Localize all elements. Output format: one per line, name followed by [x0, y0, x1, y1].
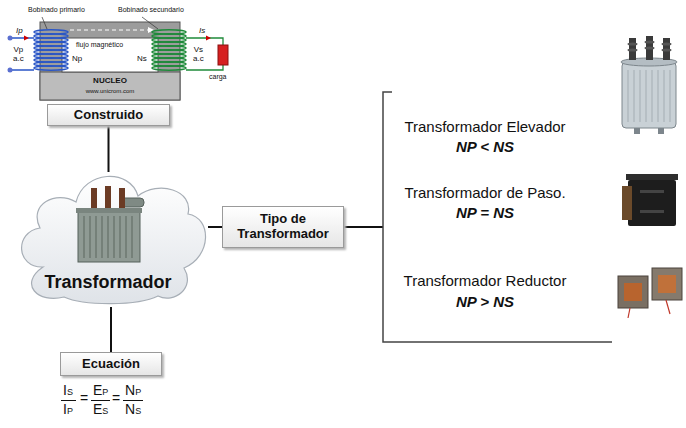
equation-term: ES	[93, 402, 108, 417]
annotation-label: carga	[209, 73, 227, 81]
equation-term: NS	[125, 402, 141, 417]
bracket-lines	[344, 92, 612, 342]
connector-line	[208, 226, 222, 228]
annotation-label: Vp a.c	[13, 46, 24, 64]
equation-term: EP	[93, 383, 108, 398]
process-box: Tipo de Transformador	[222, 206, 344, 248]
connector-line	[108, 126, 110, 172]
type-label: Transformador de Paso.	[404, 185, 565, 202]
annotation-label: NUCLEO	[93, 77, 127, 86]
annotation-label: Bobinado secundario	[118, 6, 184, 14]
pole-transformer-picture	[621, 36, 677, 134]
annotation-label: Ip	[16, 27, 23, 36]
cloud-node: Transformador	[8, 172, 208, 307]
annotation-label: flujo magnético	[76, 41, 123, 49]
annotation-label: Is	[199, 27, 205, 36]
type-label: NP > NS	[456, 294, 514, 311]
box-label: Tipo de Transformador	[229, 212, 337, 242]
equation-term: NP	[125, 383, 141, 398]
connector-line	[110, 307, 112, 352]
annotation-label: www.unicrom.com	[86, 88, 135, 95]
type-label: NP < NS	[456, 139, 514, 156]
equation-term: IP	[63, 402, 73, 417]
annotation-label: Vs a.c	[193, 46, 204, 64]
transformer-schematic	[8, 17, 229, 100]
node-title: Transformador	[44, 272, 171, 293]
type-label: NP = NS	[456, 205, 514, 222]
annotation-label: Np	[72, 55, 82, 64]
equation-bars	[61, 400, 143, 401]
process-box: Ecuación	[60, 352, 162, 376]
type-label: Transformador Reductor	[404, 273, 567, 290]
box-label: Construido	[74, 108, 143, 123]
box-label: Ecuación	[82, 357, 140, 372]
annotation-label: =	[80, 391, 88, 406]
small-transformers-picture	[618, 268, 682, 318]
equation-term: IS	[63, 383, 73, 398]
annotation-label: =	[112, 391, 120, 406]
power-transformer-picture	[76, 186, 144, 262]
annotation-label: Bobinado primario	[28, 6, 85, 14]
step-transformer-picture	[622, 174, 678, 226]
process-box: Construido	[47, 104, 170, 126]
annotation-label: Ns	[137, 55, 147, 64]
type-label: Transformador Elevador	[404, 119, 565, 136]
